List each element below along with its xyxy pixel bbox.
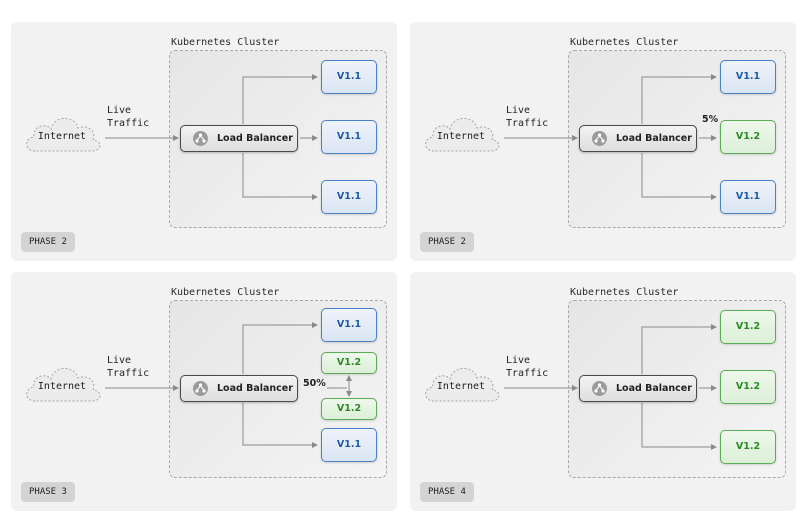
cloud-icon <box>425 117 500 152</box>
pod-node-blue: V1.1 <box>321 60 377 94</box>
traffic-label-line: Live <box>506 355 531 366</box>
pod-node-green: V1.2 <box>321 398 377 420</box>
phase-badge: PHASE 4 <box>420 482 474 502</box>
traffic-label-line: Traffic <box>506 118 549 129</box>
route-arrow <box>242 153 318 200</box>
load-balancer: Load Balancer <box>180 125 298 152</box>
connection-lines <box>105 74 318 200</box>
internet-label: Internet <box>436 131 486 142</box>
pod-node-green: V1.2 <box>321 352 377 374</box>
phase-badge: PHASE 3 <box>21 482 75 502</box>
load-balancer-icon <box>592 381 607 396</box>
cluster-label: Kubernetes Cluster <box>570 287 679 298</box>
phase-badge: PHASE 2 <box>21 232 75 252</box>
traffic-label-line: Traffic <box>107 118 150 129</box>
cluster-label: Kubernetes Cluster <box>171 287 280 298</box>
internet-label: Internet <box>37 131 87 142</box>
load-balancer-label: Load Balancer <box>616 133 692 144</box>
pod-node-blue: V1.1 <box>321 428 377 462</box>
pod-node-green: V1.2 <box>720 120 776 154</box>
route-arrow <box>242 322 318 374</box>
route-arrow <box>641 74 717 124</box>
load-balancer-icon <box>193 381 208 396</box>
pod-node-green: V1.2 <box>720 430 776 464</box>
route-arrow <box>641 324 717 374</box>
pod-node-blue: V1.1 <box>720 180 776 214</box>
internet-label: Internet <box>37 381 87 392</box>
load-balancer: Load Balancer <box>579 375 697 402</box>
phase-badge: PHASE 2 <box>420 232 474 252</box>
pod-node-blue: V1.1 <box>321 180 377 214</box>
load-balancer: Load Balancer <box>180 375 298 402</box>
load-balancer-icon <box>193 131 208 146</box>
internet-cloud: Internet <box>21 109 103 159</box>
connection-lines <box>504 324 717 450</box>
internet-cloud: Internet <box>420 359 502 409</box>
cloud-icon <box>26 367 101 402</box>
pod-node-blue: V1.1 <box>720 60 776 94</box>
traffic-label-line: Traffic <box>107 368 150 379</box>
internet-cloud: Internet <box>21 359 103 409</box>
load-balancer-label: Load Balancer <box>217 133 293 144</box>
internet-label: Internet <box>436 381 486 392</box>
route-arrow <box>641 153 717 200</box>
route-arrow <box>242 403 318 448</box>
pod-node-green: V1.2 <box>720 370 776 404</box>
load-balancer-icon <box>592 131 607 146</box>
traffic-label-line: Live <box>107 105 132 116</box>
cloud-icon <box>26 117 101 152</box>
route-arrow <box>641 403 717 450</box>
load-balancer: Load Balancer <box>579 125 697 152</box>
traffic-label-line: Live <box>107 355 132 366</box>
traffic-split-percent: 50% <box>303 378 326 389</box>
cluster-label: Kubernetes Cluster <box>570 37 679 48</box>
pod-node-blue: V1.1 <box>321 120 377 154</box>
pod-node-blue: V1.1 <box>321 308 377 342</box>
connection-lines <box>504 74 717 200</box>
connection-lines <box>105 322 352 448</box>
route-arrow <box>242 74 318 124</box>
internet-cloud: Internet <box>420 109 502 159</box>
cloud-icon <box>425 367 500 402</box>
cluster-label: Kubernetes Cluster <box>171 37 280 48</box>
traffic-label-line: Live <box>506 105 531 116</box>
pod-node-green: V1.2 <box>720 310 776 344</box>
load-balancer-label: Load Balancer <box>616 383 692 394</box>
traffic-split-percent: 5% <box>702 114 719 125</box>
traffic-label-line: Traffic <box>506 368 549 379</box>
load-balancer-label: Load Balancer <box>217 383 293 394</box>
